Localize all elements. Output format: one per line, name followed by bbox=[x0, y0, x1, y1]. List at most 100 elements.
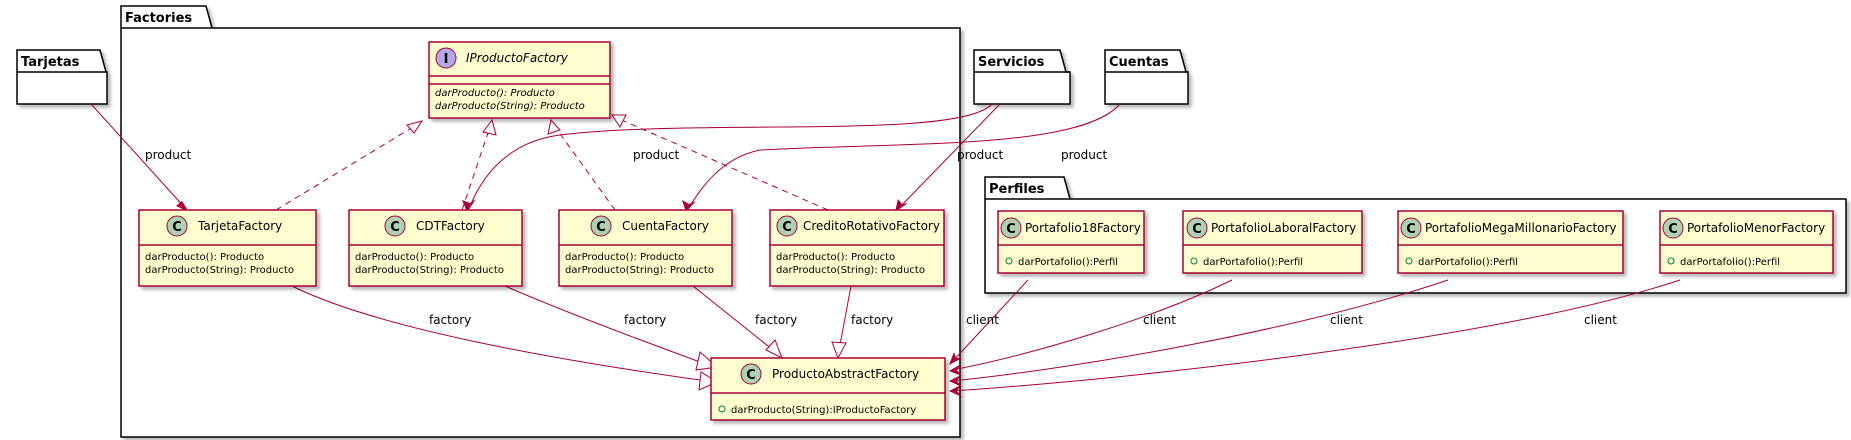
class-method-1: darProducto(): Producto bbox=[565, 252, 684, 263]
interface-iproductofactory[interactable]: I IProductoFactory darProducto(): Produc… bbox=[428, 41, 611, 119]
package-tarjetas: Tarjetas bbox=[16, 49, 108, 105]
class-method-2: darProducto(String): Producto bbox=[145, 265, 294, 276]
class-name: PortafolioMegaMillonarioFactory bbox=[1425, 221, 1617, 235]
class-cdtfactory[interactable]: C CDTFactory darProducto(): Producto dar… bbox=[348, 209, 523, 287]
class-symbol-icon bbox=[1400, 217, 1422, 239]
class-method-2: darProducto(String): Producto bbox=[565, 265, 714, 276]
package-factories: Factories bbox=[120, 5, 961, 438]
class-symbol-letter: C bbox=[596, 220, 606, 235]
arrowhead-product-servicios-credito bbox=[895, 199, 908, 212]
edge-label-client-laboral: client bbox=[1143, 313, 1176, 327]
public-visibility-icon bbox=[1005, 257, 1013, 265]
class-portafoliomegamillonariofactory[interactable]: C PortafolioMegaMillonarioFactory darPor… bbox=[1397, 210, 1624, 274]
class-method-2: darProducto(String): Producto bbox=[355, 265, 504, 276]
class-symbol-icon bbox=[1662, 217, 1684, 239]
class-creditorotativofactory[interactable]: C CreditoRotativoFactory darProducto(): … bbox=[769, 209, 945, 287]
arrowhead-realization-cdt bbox=[482, 118, 497, 136]
package-cuentas: Cuentas bbox=[1104, 49, 1189, 105]
edge-label-factory-cuenta: factory bbox=[755, 313, 797, 327]
arrowhead-realization-cuenta bbox=[547, 118, 561, 135]
class-name: ProductoAbstractFactory bbox=[772, 367, 919, 381]
class-symbol-icon bbox=[740, 363, 762, 385]
edge-factory-cuenta bbox=[692, 285, 774, 351]
public-visibility-icon bbox=[1405, 257, 1413, 265]
class-method-1: darPortafolio():Perfil bbox=[1418, 257, 1518, 268]
edge-label-factory-tarjeta: factory bbox=[429, 313, 471, 327]
class-symbol-letter: C bbox=[172, 220, 182, 235]
edge-product-tarjetas bbox=[90, 103, 187, 210]
edge-label-client-18: client bbox=[966, 313, 999, 327]
package-factories-title: Factories bbox=[125, 11, 192, 26]
class-cuentafactory[interactable]: C CuentaFactory darProducto(): Producto … bbox=[558, 209, 733, 287]
interface-method-2: darProducto(String): Producto bbox=[435, 101, 585, 112]
class-method-1: darProducto(): Producto bbox=[355, 252, 474, 263]
edges bbox=[90, 103, 1681, 392]
class-name: PortafolioLaboralFactory bbox=[1211, 221, 1356, 235]
interface-method-1: darProducto(): Producto bbox=[435, 88, 555, 99]
interface-name: IProductoFactory bbox=[466, 51, 569, 65]
package-servicios-title: Servicios bbox=[978, 55, 1045, 70]
arrowhead-client-18 bbox=[949, 352, 962, 365]
edge-realization-credito bbox=[616, 117, 829, 211]
class-symbol-icon bbox=[1186, 217, 1208, 239]
arrow-heads bbox=[176, 114, 962, 397]
public-visibility-icon bbox=[1190, 257, 1198, 265]
package-tarjetas-title: Tarjetas bbox=[21, 55, 80, 70]
package-cuentas-title: Cuentas bbox=[1109, 55, 1169, 70]
class-symbol-letter: C bbox=[1668, 222, 1678, 237]
edge-label-client-mega: client bbox=[1330, 313, 1363, 327]
public-visibility-icon bbox=[1667, 257, 1675, 265]
arrowhead-factory-credito bbox=[831, 341, 847, 360]
arrowhead-product-servicios-cdt bbox=[462, 199, 476, 212]
edge-label-client-menor: client bbox=[1584, 313, 1617, 327]
edge-label-product-servicios-cdt: product bbox=[633, 148, 679, 162]
class-method-1: darProducto(): Producto bbox=[776, 252, 895, 263]
edge-label-product-tarjetas: product bbox=[145, 148, 191, 162]
public-visibility-icon bbox=[718, 405, 726, 413]
edge-client-mega bbox=[951, 279, 1449, 382]
class-portafolio18factory[interactable]: C Portafolio18Factory darPortafolio():Pe… bbox=[997, 210, 1145, 274]
edge-client-laboral bbox=[951, 279, 1233, 371]
class-name: Portafolio18Factory bbox=[1025, 221, 1141, 235]
edge-realization-cuenta bbox=[552, 123, 616, 211]
class-method-1: darProducto(): Producto bbox=[145, 252, 264, 263]
arrowhead-client-menor bbox=[949, 385, 962, 397]
class-name: PortafolioMenorFactory bbox=[1687, 221, 1825, 235]
edge-client-18 bbox=[951, 279, 1029, 363]
arrowhead-realization-tarjeta bbox=[406, 120, 424, 134]
class-productoabstractfactory[interactable]: C ProductoAbstractFactory darProducto(St… bbox=[710, 357, 946, 421]
class-symbol-icon bbox=[776, 215, 798, 237]
class-symbol-icon bbox=[166, 215, 188, 237]
class-symbol-letter: C bbox=[782, 220, 792, 235]
arrowhead-realization-credito bbox=[611, 114, 627, 128]
interface-symbol-icon bbox=[435, 47, 457, 69]
edge-realization-tarjeta bbox=[275, 123, 419, 211]
edge-label-factory-credito: factory bbox=[851, 313, 893, 327]
class-name: TarjetaFactory bbox=[197, 219, 282, 233]
package-servicios: Servicios bbox=[973, 49, 1071, 105]
class-method-1: darPortafolio():Perfil bbox=[1018, 257, 1118, 268]
class-method-1: darPortafolio():Perfil bbox=[1203, 257, 1303, 268]
edge-label-product-servicios-credito: product bbox=[957, 148, 1003, 162]
class-tarjetafactory[interactable]: C TarjetaFactory darProducto(): Producto… bbox=[138, 209, 317, 287]
edge-realization-cdt bbox=[461, 123, 492, 211]
class-portafoliolaboralfactory[interactable]: C PortafolioLaboralFactory darPortafolio… bbox=[1182, 210, 1363, 274]
class-name: CDTFactory bbox=[416, 219, 485, 233]
class-name: CuentaFactory bbox=[622, 219, 709, 233]
class-symbol-letter: C bbox=[1192, 222, 1202, 237]
edge-labels: product product product product factory … bbox=[145, 148, 1617, 327]
class-symbol-icon bbox=[384, 215, 406, 237]
class-method-1: darPortafolio():Perfil bbox=[1680, 257, 1780, 268]
arrowhead-client-mega bbox=[949, 375, 962, 387]
class-symbol-letter: C bbox=[1006, 222, 1016, 237]
arrowhead-factory-cuenta bbox=[765, 339, 783, 360]
edge-factory-tarjeta bbox=[291, 285, 701, 381]
arrowhead-product-cuentas bbox=[682, 200, 696, 212]
edge-client-menor bbox=[951, 279, 1681, 392]
arrowhead-factory-tarjeta bbox=[698, 371, 719, 391]
package-perfiles-title: Perfiles bbox=[989, 182, 1045, 197]
class-portafoliomenorfactory[interactable]: C PortafolioMenorFactory darPortafolio()… bbox=[1659, 210, 1834, 274]
edge-label-factory-cdt: factory bbox=[624, 313, 666, 327]
